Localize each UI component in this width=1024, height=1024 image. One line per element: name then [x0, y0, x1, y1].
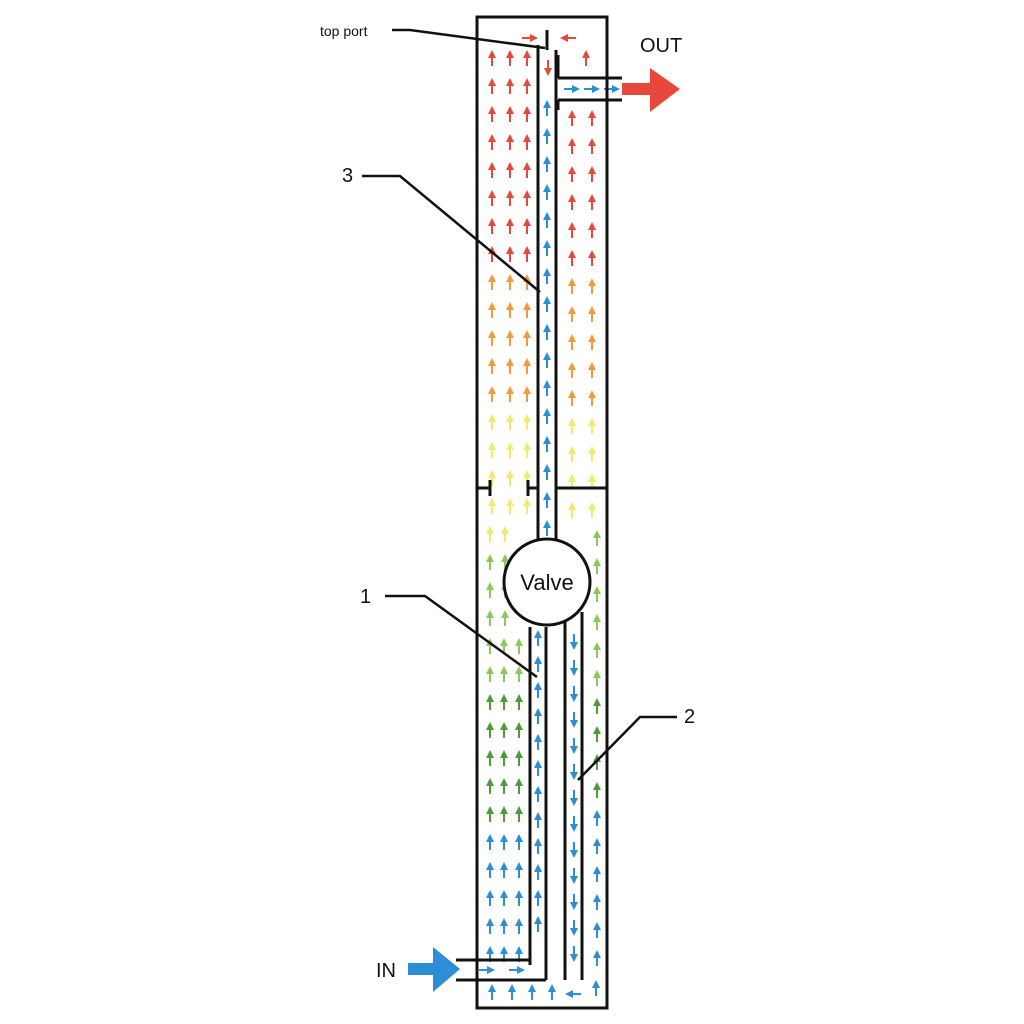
out-arrow-icon — [622, 68, 680, 112]
outer-column — [475, 15, 609, 1010]
top-port-label: top port — [320, 23, 368, 39]
flow-arrows — [479, 34, 620, 1000]
valve-label: Valve — [520, 570, 573, 595]
out-label: OUT — [640, 35, 682, 57]
leader-2 — [577, 715, 677, 781]
column-structure — [456, 15, 622, 1010]
in-label: IN — [376, 960, 396, 982]
valve-body — [502, 537, 592, 627]
callout-3: 3 — [342, 165, 353, 187]
leader-1 — [385, 594, 538, 679]
in-arrow-icon — [408, 947, 460, 992]
callout-2: 2 — [684, 706, 695, 728]
leader-top-port — [392, 28, 546, 50]
leader-3 — [362, 174, 541, 293]
callout-1: 1 — [360, 586, 371, 608]
leader-lines — [362, 28, 677, 781]
